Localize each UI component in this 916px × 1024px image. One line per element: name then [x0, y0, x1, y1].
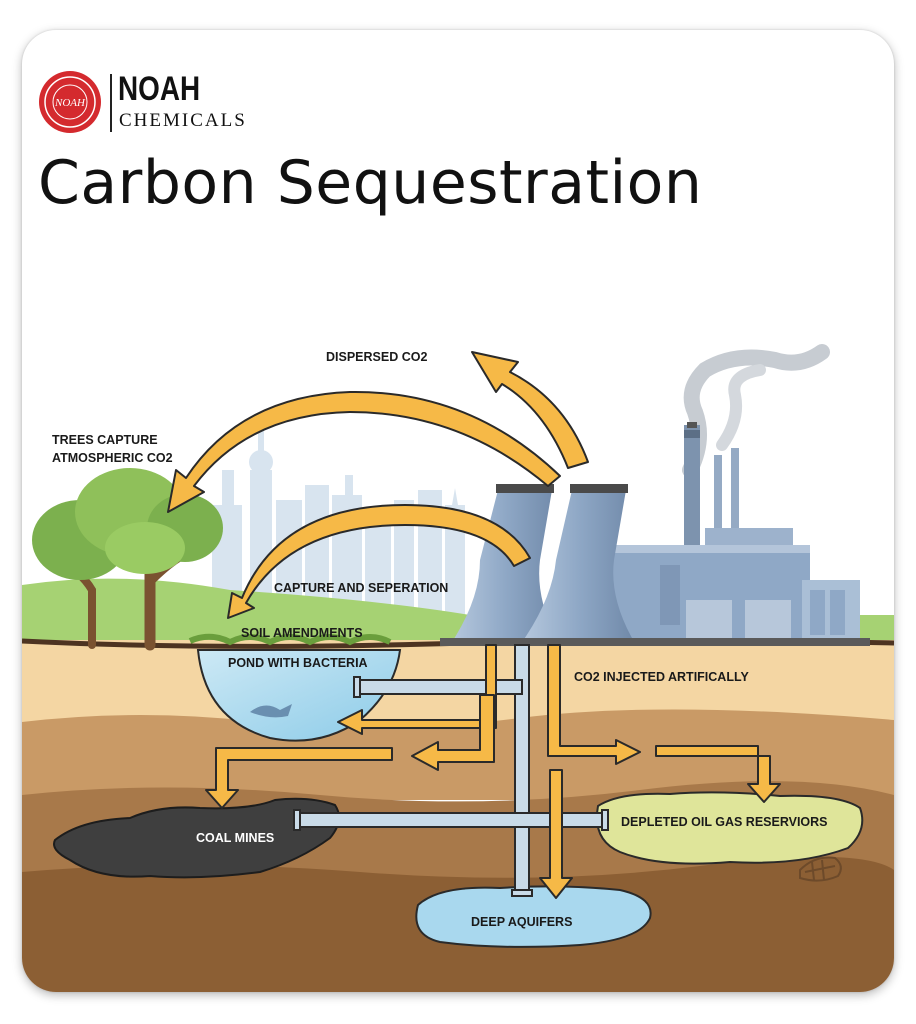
svg-text:NOAH: NOAH [54, 97, 86, 109]
label-depleted-reservoirs: DEPLETED OIL GAS RESERVIORS [621, 815, 828, 829]
label-soil-amendments: SOIL AMENDMENTS [241, 626, 363, 640]
label-pond-bacteria: POND WITH BACTERIA [228, 656, 368, 670]
factory [440, 344, 870, 646]
label-co2-injected: CO2 INJECTED ARTIFICALLY [574, 670, 749, 684]
shark-icon [250, 704, 292, 718]
arrow-aquifer [539, 769, 573, 899]
page-title: Carbon Sequestration [38, 148, 703, 218]
arrow-capture [227, 504, 531, 619]
arrow-dispersed [471, 351, 589, 469]
label-coal-mines: COAL MINES [196, 831, 274, 845]
label-dispersed-co2: DISPERSED CO2 [326, 350, 427, 364]
brand-name: NOAH [118, 70, 201, 108]
arrow-trees [167, 390, 561, 513]
label-capture-separation: CAPTURE AND SEPERATION [274, 581, 448, 595]
arrow-coal [205, 747, 393, 809]
aquifer-shape [415, 885, 652, 948]
arrow-right-upper [547, 644, 641, 765]
logo-divider [110, 74, 112, 132]
co2-flow-arrows [167, 351, 781, 899]
label-deep-aquifers: DEEP AQUIFERS [471, 915, 572, 929]
label-trees-line1: TREES CAPTURE [52, 433, 158, 447]
arrow-pond-branch [411, 694, 495, 771]
arrow-reservoir [655, 745, 781, 803]
label-trees-line2: ATMOSPHERIC CO2 [52, 451, 173, 465]
tree-icon [32, 468, 223, 651]
fossil-icon [799, 856, 842, 882]
company-seal-logo: NOAH [39, 71, 101, 133]
reservoir-shape [596, 791, 864, 865]
brand-subtitle: CHEMICALS [119, 110, 247, 131]
injection-pipes [293, 644, 609, 897]
